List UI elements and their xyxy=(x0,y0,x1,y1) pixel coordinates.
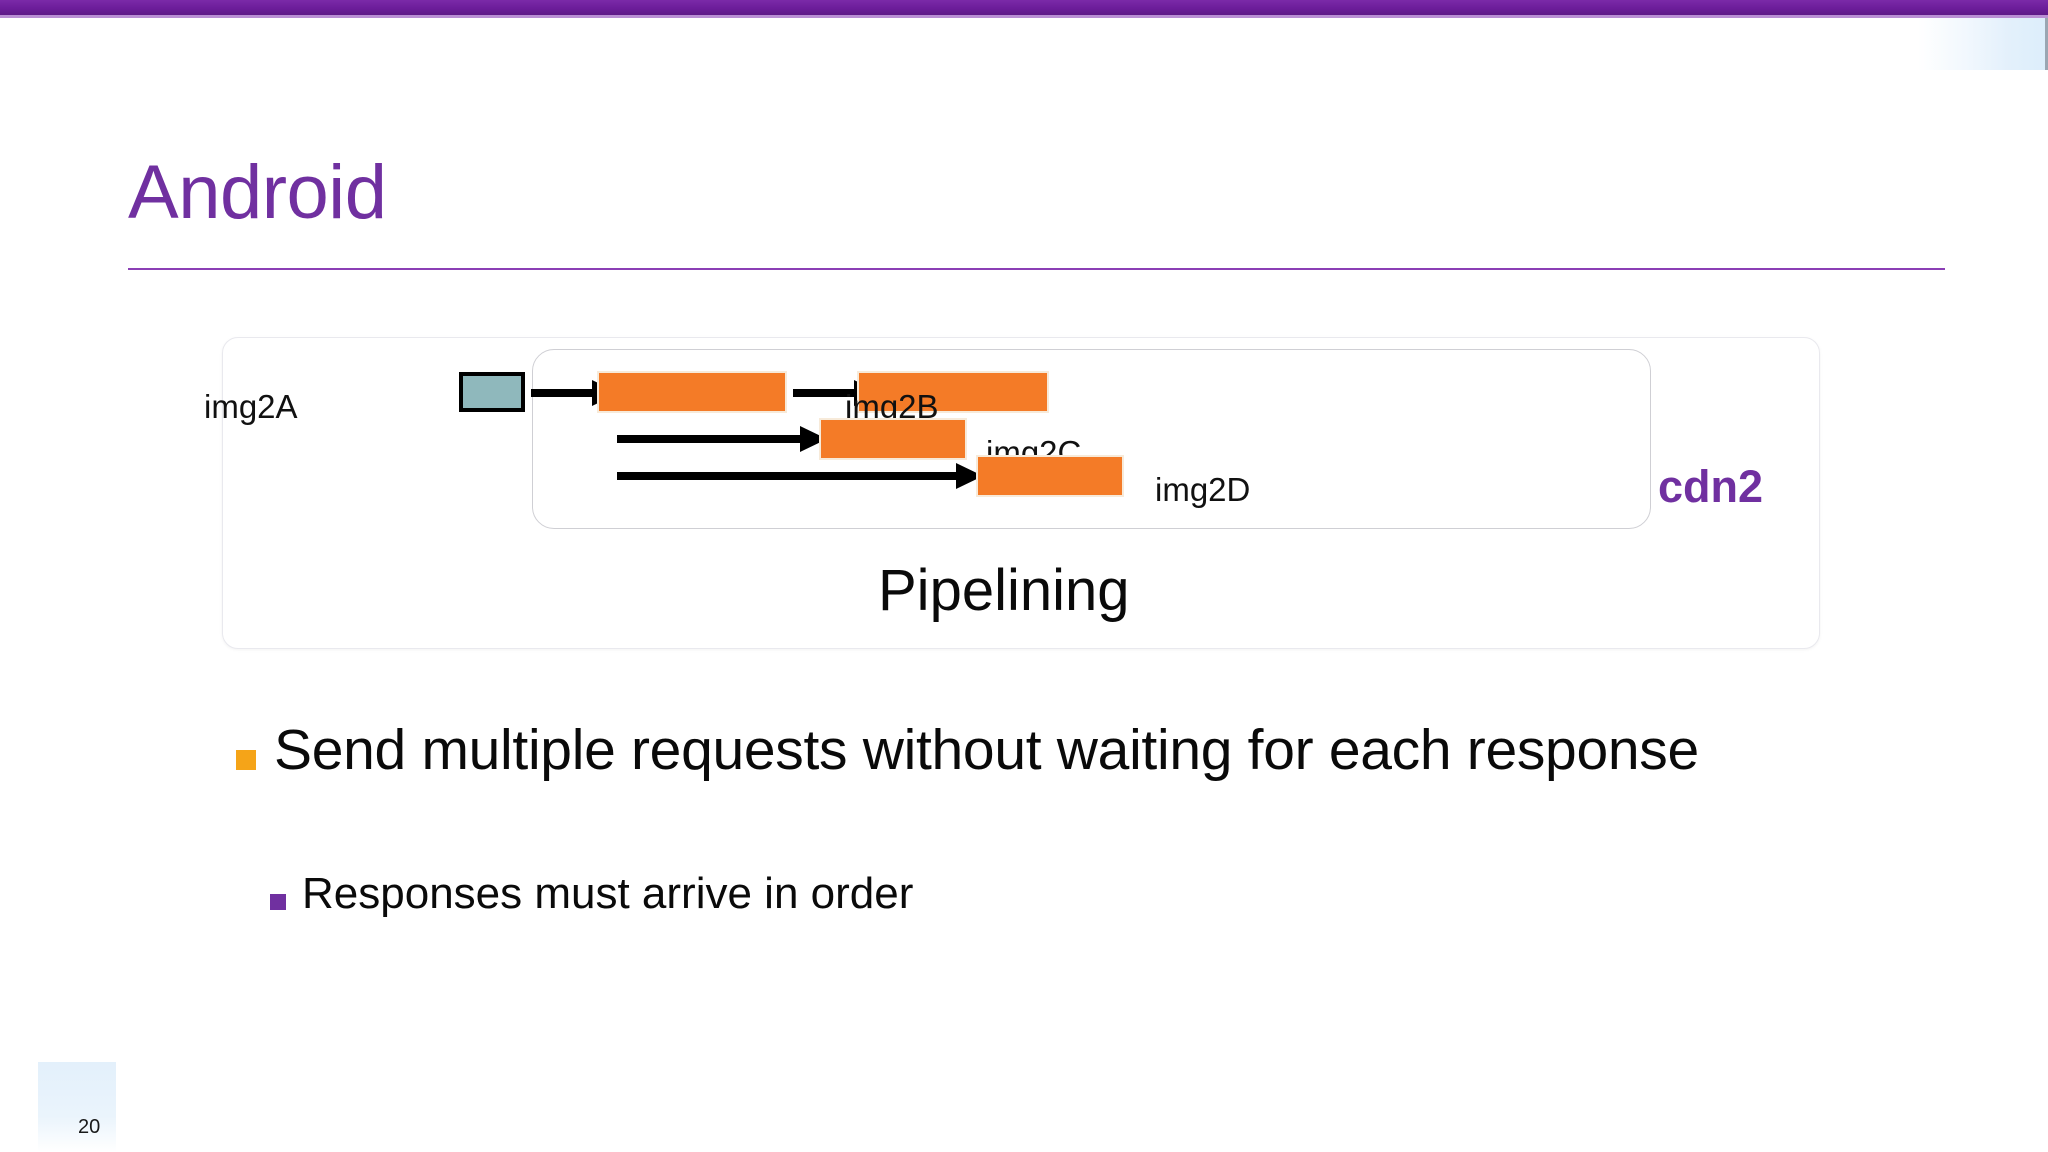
bullet-item-secondary: Responses must arrive in order xyxy=(270,872,913,916)
diagram-label-img2d: img2D xyxy=(1155,471,1251,508)
page-title: Android xyxy=(128,150,387,235)
bullet-primary-text: Send multiple requests without waiting f… xyxy=(274,718,1699,782)
footer-decoration xyxy=(38,1062,116,1152)
sub-bullet-square-icon xyxy=(270,894,286,910)
bullet-item-primary: Send multiple requests without waiting f… xyxy=(236,722,1796,779)
top-purple-band xyxy=(0,0,2048,15)
response-bar-2 xyxy=(857,371,1049,413)
response-bar-4 xyxy=(976,455,1124,497)
bullet-square-icon xyxy=(236,750,256,770)
pipelining-diagram: img2A img2B img2C img2D cdn2 xyxy=(204,337,1820,649)
top-right-decoration xyxy=(1918,18,2048,70)
diagram-label-img2a: img2A xyxy=(204,388,298,425)
diagram-caption: Pipelining xyxy=(878,558,1130,623)
cdn2-label: cdn2 xyxy=(1658,461,1764,512)
response-bar-3 xyxy=(819,418,967,460)
diagram-inner-frame xyxy=(532,349,1651,529)
response-bar-1 xyxy=(597,371,787,413)
top-right-decoration-edge xyxy=(2045,18,2048,70)
top-band-underline xyxy=(0,15,2048,18)
bullet-secondary-text: Responses must arrive in order xyxy=(302,869,914,918)
client-request-block xyxy=(459,372,525,412)
page-number: 20 xyxy=(78,1116,101,1138)
title-underline-rule xyxy=(128,268,1945,270)
diagram-label-img2b: img2B xyxy=(845,388,939,425)
